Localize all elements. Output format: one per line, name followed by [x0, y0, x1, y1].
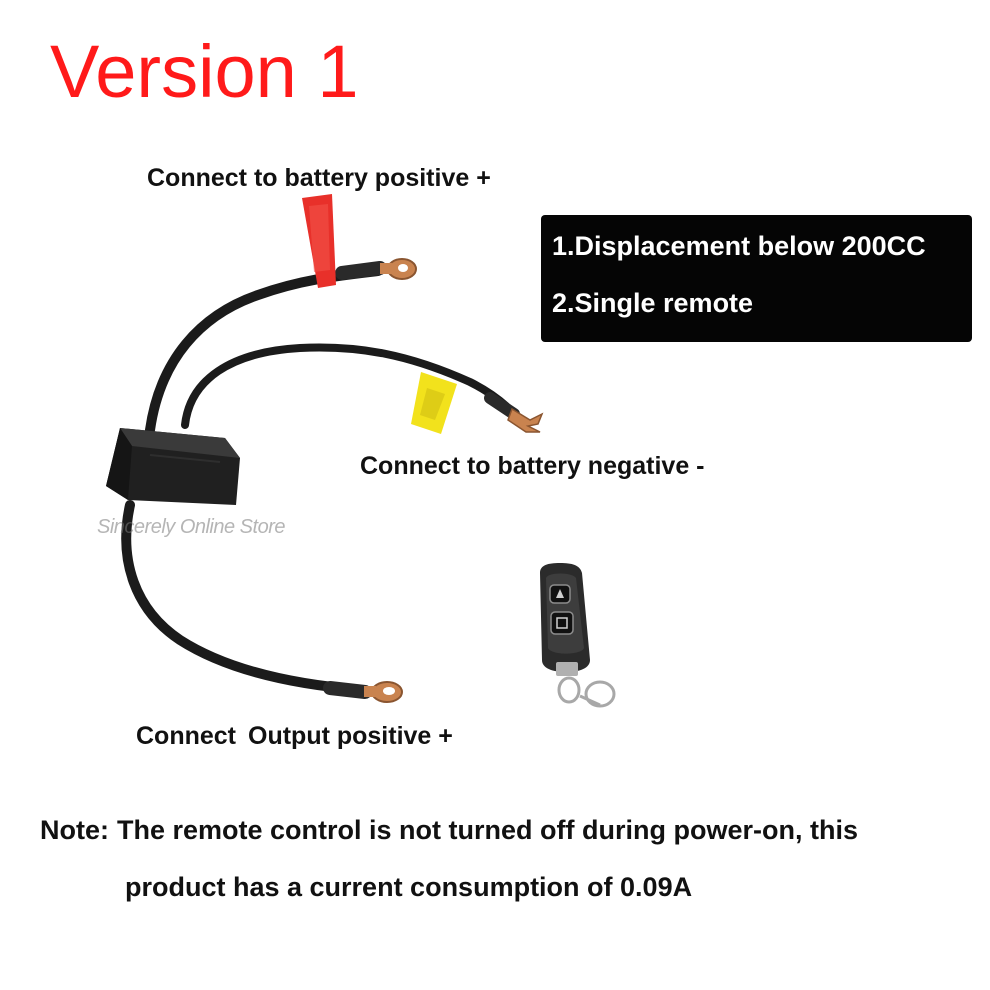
battery-negative-cable: [181, 343, 544, 434]
yellow-tag: [411, 372, 457, 434]
output-label-rest: Output positive +: [248, 722, 453, 750]
note-text-1: The remote control is not turned off dur…: [117, 815, 858, 845]
battery-positive-cable: [145, 194, 417, 435]
battery-positive-label: Connect to battery positive +: [147, 164, 491, 192]
output-positive-label: Connect Output positive +: [136, 721, 453, 751]
store-watermark: Sincerely Online Store: [97, 516, 285, 538]
note-prefix: Note:: [40, 815, 109, 845]
ring-terminal-output: [364, 681, 403, 703]
relay-module-icon: [106, 428, 240, 505]
battery-negative-label: Connect to battery negative -: [360, 452, 705, 480]
note-line-2: product has a current consumption of 0.0…: [125, 872, 693, 902]
spec-box: 1.Displacement below 200CC 2.Single remo…: [541, 215, 972, 342]
ring-terminal-positive: [380, 258, 417, 280]
output-label-connect: Connect: [136, 722, 236, 750]
output-positive-cable: [121, 500, 403, 703]
page-title: Version 1: [50, 30, 359, 113]
note-block: Note: The remote control is not turned of…: [40, 812, 858, 905]
remote-control-keyfob-icon: [540, 563, 616, 708]
fork-terminal-negative: [507, 407, 544, 433]
note-line-1: Note: The remote control is not turned of…: [40, 812, 858, 848]
spec-item-displacement: 1.Displacement below 200CC: [552, 231, 926, 261]
red-tag: [302, 194, 336, 288]
spec-item-remote: 2.Single remote: [552, 288, 754, 318]
